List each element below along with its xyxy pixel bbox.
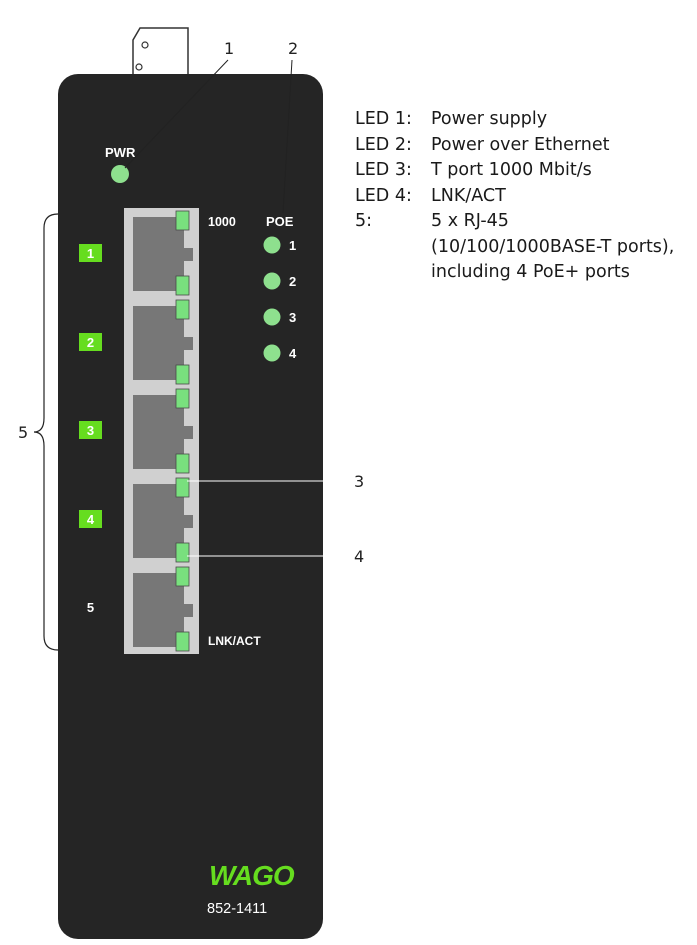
port-led-bottom xyxy=(175,453,190,474)
callout-number-pwr: 1 xyxy=(224,39,234,58)
port-led-bottom xyxy=(175,275,190,296)
legend-key: LED 4: xyxy=(355,185,412,206)
port-led-top xyxy=(175,210,190,231)
port-led-top xyxy=(175,388,190,409)
port-number-badge xyxy=(79,421,102,439)
rj45-port-5[interactable] xyxy=(133,566,193,652)
poe-led-number: 4 xyxy=(289,346,297,361)
pwr-led xyxy=(111,165,129,183)
ports-brace xyxy=(33,213,59,651)
legend-row: LED 2: Power over Ethernet xyxy=(355,133,685,159)
legend-row: 5: 5 x RJ-45 (10/100/1000BASE-T ports), i… xyxy=(355,209,685,286)
callout-number-lnk: 4 xyxy=(354,547,364,566)
rj45-jack xyxy=(133,306,193,380)
poe-led-3 xyxy=(263,308,281,326)
port-number-label: 3 xyxy=(87,423,94,438)
rj45-jack xyxy=(133,395,193,469)
legend-value: T port 1000 Mbit/s xyxy=(431,160,592,180)
port-led-bottom xyxy=(175,364,190,385)
legend-key: LED 1: xyxy=(355,109,412,129)
din-rail-clip xyxy=(132,27,189,77)
rj45-port-2[interactable] xyxy=(133,299,193,385)
port-number-label: 4 xyxy=(87,512,95,527)
port-number-label: 2 xyxy=(87,335,94,350)
poe-label: POE xyxy=(266,214,294,229)
lnk-act-label: LNK/ACT xyxy=(208,634,261,648)
port-led-top xyxy=(175,477,190,498)
legend-key: LED 3: xyxy=(355,160,412,180)
port-led-bottom xyxy=(175,631,190,652)
poe-led-number: 1 xyxy=(289,238,296,253)
port-number-label: 1 xyxy=(87,246,94,261)
speed-label: 1000 xyxy=(208,215,236,229)
poe-led-4 xyxy=(263,344,281,362)
port-led-top xyxy=(175,566,190,587)
legend-row: LED 4: LNK/ACT xyxy=(355,184,685,210)
legend-key: LED 2: xyxy=(355,134,412,155)
port-number-badge xyxy=(79,244,102,262)
poe-led-group: 1 2 3 4 xyxy=(263,236,297,362)
callout-number-speed: 3 xyxy=(354,472,364,491)
legend-value: Power supply xyxy=(431,109,548,129)
wago-logo: WAGO xyxy=(209,860,295,891)
legend-key: 5: xyxy=(355,211,373,231)
rj45-jack xyxy=(133,217,193,291)
port-stack xyxy=(133,210,193,652)
callout-leader-poe xyxy=(282,59,293,214)
port-led-top xyxy=(175,299,190,320)
callout-number-ports: 5 xyxy=(18,423,28,442)
rj45-port-1[interactable] xyxy=(133,210,193,296)
port-led-bottom xyxy=(175,542,190,563)
legend-row: LED 3: T port 1000 Mbit/s xyxy=(355,158,685,184)
legend-value: Power over Ethernet xyxy=(431,134,610,155)
pwr-label: PWR xyxy=(105,145,136,160)
port-labels: 1 2 3 4 5 xyxy=(79,244,102,615)
poe-led-number: 3 xyxy=(289,310,296,325)
callout-leader-pwr xyxy=(124,59,229,169)
rj45-jack xyxy=(133,573,193,647)
poe-led-2 xyxy=(263,272,281,290)
poe-led-1 xyxy=(263,236,281,254)
legend-row: LED 1: Power supply xyxy=(355,107,685,133)
poe-led-number: 2 xyxy=(289,274,296,289)
legend-value: LNK/ACT xyxy=(431,185,506,206)
rj45-port-4[interactable] xyxy=(133,477,193,563)
port-number-badge xyxy=(79,333,102,351)
port-number-badge xyxy=(79,510,102,528)
rj45-jack xyxy=(133,484,193,558)
port-number-label: 5 xyxy=(87,600,94,615)
model-number: 852-1411 xyxy=(207,901,267,917)
callout-number-poe: 2 xyxy=(288,39,298,58)
rj45-port-3[interactable] xyxy=(133,388,193,474)
legend-value: 5 x RJ-45 (10/100/1000BASE-T ports), inc… xyxy=(431,211,675,282)
